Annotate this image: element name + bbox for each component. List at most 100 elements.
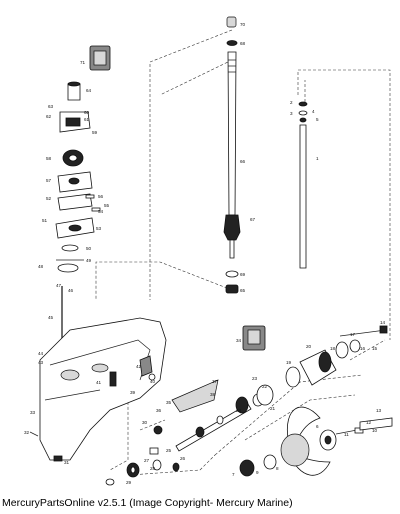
callout-39: 39	[130, 390, 136, 395]
callout-40: 40	[150, 379, 156, 384]
callout-44: 44	[38, 351, 44, 356]
callout-31: 31	[64, 460, 70, 465]
callout-10: 10	[372, 428, 378, 433]
callout-35: 35	[166, 400, 172, 405]
bearing-carrier-assembly	[242, 325, 388, 406]
callout-1: 1	[316, 156, 319, 161]
clutch	[195, 426, 205, 438]
callout-63: 63	[48, 104, 54, 109]
callout-5: 5	[316, 117, 319, 122]
callout-22: 22	[262, 384, 268, 389]
propeller-shaft	[175, 403, 252, 452]
callout-30: 30	[142, 420, 148, 425]
thrust-washer	[256, 384, 274, 406]
callout-20: 20	[306, 344, 312, 349]
callout-16: 16	[360, 346, 366, 351]
cam-follower	[153, 425, 163, 435]
bearing-carrier-o-ring	[285, 366, 301, 388]
callout-34: 34	[236, 338, 242, 343]
callout-61: 61	[84, 117, 90, 122]
callout-29: 29	[126, 480, 132, 485]
callout-32: 32	[24, 430, 30, 435]
drive-shaft-bearing	[226, 40, 238, 46]
callout-43: 43	[38, 360, 44, 365]
callout-24: 24	[236, 408, 242, 413]
callout-70: 70	[240, 22, 246, 27]
prop-nut	[263, 454, 277, 470]
gear-housing-body	[39, 317, 167, 461]
callout-42: 42	[136, 364, 142, 369]
callout-28: 28	[150, 466, 156, 471]
callout-69: 69	[240, 272, 246, 277]
pinion-gear	[225, 284, 239, 294]
drive-shaft-bearing-sleeve	[223, 214, 241, 241]
callout-67: 67	[250, 217, 256, 222]
callout-56: 56	[98, 194, 104, 199]
drive-shaft-cap	[226, 16, 237, 28]
water-pump-assembly	[55, 45, 111, 273]
callout-41: 41	[96, 380, 102, 385]
copyright-caption: MercuryPartsOnline v2.5.1 (Image Copyrig…	[2, 497, 293, 509]
callout-62: 62	[46, 114, 52, 119]
callout-9: 9	[256, 470, 259, 475]
propeller-assembly	[239, 406, 393, 477]
shift-shaft-bushing	[298, 101, 308, 107]
callout-15: 15	[372, 346, 378, 351]
callout-60: 60	[84, 110, 90, 115]
lower-small-parts	[105, 459, 180, 486]
callout-48: 48	[38, 264, 44, 269]
shift-shaft-assembly	[298, 101, 308, 269]
callout-38: 38	[210, 392, 216, 397]
callout-54: 54	[98, 209, 104, 214]
callout-33: 33	[30, 410, 36, 415]
callout-25: 25	[166, 448, 172, 453]
gasket	[57, 193, 93, 211]
callout-27: 27	[144, 458, 150, 463]
drain-screw	[53, 455, 63, 462]
callout-37: 37	[212, 379, 218, 384]
callout-68: 68	[240, 41, 246, 46]
callout-53: 53	[96, 226, 102, 231]
callout-65: 65	[240, 288, 246, 293]
callout-2: 2	[290, 100, 293, 105]
callout-14: 14	[380, 320, 386, 325]
callout-4: 4	[312, 109, 315, 114]
o-ring	[57, 263, 79, 273]
callout-26: 26	[180, 456, 186, 461]
shim	[225, 270, 239, 278]
callout-12: 12	[366, 420, 372, 425]
callout-57: 57	[46, 178, 52, 183]
shift-shaft	[299, 124, 307, 269]
callout-50: 50	[86, 246, 92, 251]
callout-36: 36	[156, 408, 162, 413]
callout-13: 13	[376, 408, 382, 413]
drive-shaft-assembly	[223, 16, 241, 294]
bolt-head	[379, 325, 388, 334]
callout-21: 21	[270, 406, 276, 411]
callout-51: 51	[42, 218, 48, 223]
parts-exploded-diagram: 70 68 66 67 69 65 71 64 63 60 62 61 59 5…	[24, 16, 393, 486]
callout-58: 58	[46, 156, 52, 161]
callout-19: 19	[286, 360, 292, 365]
trim-tab	[171, 379, 219, 413]
callout-6: 6	[316, 424, 319, 429]
dashed-guide-lines	[95, 29, 391, 476]
callout-3: 3	[290, 111, 293, 116]
spline-washer	[239, 459, 255, 477]
callout-17: 17	[350, 332, 356, 337]
callout-11: 11	[344, 432, 349, 437]
callout-49: 49	[86, 258, 92, 263]
callout-64: 64	[86, 88, 92, 93]
callout-52: 52	[46, 196, 52, 201]
callout-7: 7	[232, 472, 235, 477]
gear-housing	[29, 317, 167, 462]
callout-55: 55	[104, 203, 110, 208]
callout-labels: 70 68 66 67 69 65 71 64 63 60 62 61 59 5…	[24, 22, 386, 485]
callout-71: 71	[80, 60, 86, 65]
forward-gear	[235, 396, 249, 414]
callout-66: 66	[240, 159, 246, 164]
callout-45: 45	[48, 315, 54, 320]
callout-23: 23	[252, 376, 258, 381]
callout-47: 47	[56, 283, 62, 288]
callout-59: 59	[92, 130, 98, 135]
